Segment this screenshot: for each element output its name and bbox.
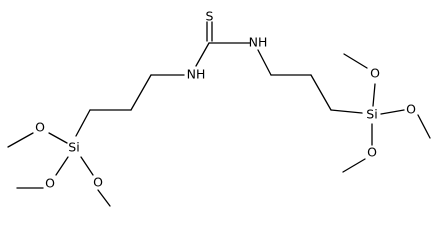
atom-oxygen-right-right: O: [406, 102, 416, 117]
bond-si-o-right-right: [380, 109, 405, 115]
bond-c-n-left: [195, 42, 210, 67]
bond-si-o-left-right: [80, 156, 94, 176]
bond-si-o-left-top: [48, 132, 68, 144]
atom-nh-right: NH: [249, 35, 268, 50]
chemical-structure: S NH NH Si Si O O O O O O: [7, 9, 431, 207]
atom-oxygen-right-top: O: [370, 66, 380, 81]
bond-chain-si-left: [75, 109, 91, 137]
bond-o-me-left-top: [7, 132, 34, 148]
atom-nh-left: NH: [187, 67, 206, 82]
bond-chain-right-2: [310, 74, 332, 111]
atom-labels: S NH NH Si Si O O O O O O: [35, 9, 416, 191]
bond-o-me-right-bottom: [342, 158, 366, 173]
bond-chain-si-right: [330, 109, 363, 114]
atom-si-right: Si: [366, 107, 377, 122]
bond-si-o-left-bottom: [55, 156, 69, 176]
bond-o-me-left-right: [97, 189, 111, 207]
bond-chain-left-1: [130, 74, 152, 111]
atom-oxygen-left-right: O: [93, 175, 103, 190]
bond-n-ch2-right: [257, 49, 272, 76]
bond-o-me-right-top: [343, 53, 368, 69]
atom-sulfur: S: [206, 9, 214, 24]
bonds: [7, 21, 431, 207]
atom-si-left: Si: [68, 140, 79, 155]
atom-oxygen-left-bottom: O: [45, 176, 55, 191]
bond-si-o-right-top: [372, 83, 376, 107]
bond-o-me-right-right: [417, 114, 431, 139]
atom-oxygen-right-bottom: O: [367, 145, 377, 160]
atom-oxygen-left-top: O: [35, 120, 45, 135]
